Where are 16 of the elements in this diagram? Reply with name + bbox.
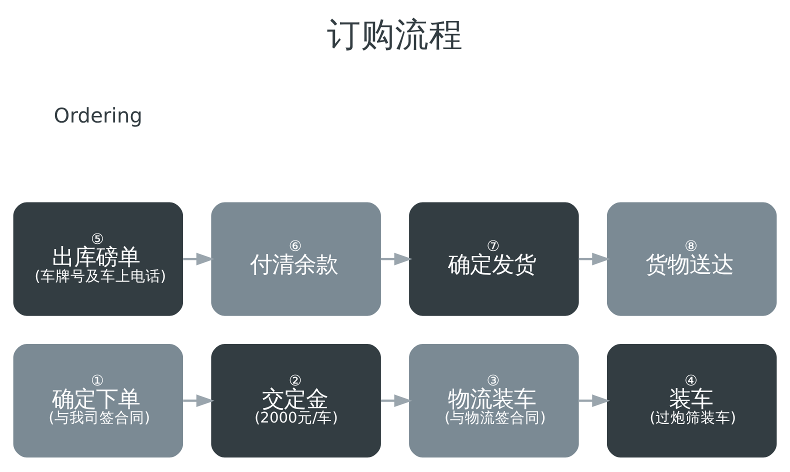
- node-box: ⑧ 货物送达: [606, 202, 777, 316]
- node-box: ② 交定金 (2000元/车): [211, 344, 381, 458]
- node-box: ⑤ 出库磅单 (车牌号及车上电话): [13, 202, 184, 316]
- node-box: ⑦ 确定发货: [409, 202, 579, 316]
- node-box: ⑥ 付清余款: [211, 202, 381, 316]
- node-box: ③ 物流装车 (与物流签合同): [409, 344, 579, 458]
- arrow: [183, 252, 214, 266]
- arrow: [578, 252, 610, 266]
- label: Ordering: [54, 103, 143, 128]
- arrow: [183, 394, 214, 408]
- diagram-title: 订购流程: [327, 14, 463, 54]
- node-box: ④ 装车 (过炮筛装车): [606, 344, 777, 458]
- arrow: [381, 394, 412, 408]
- arrow: [381, 252, 412, 266]
- node-box: ① 确定下单 (与我司签合同): [13, 344, 184, 458]
- arrow: [578, 394, 610, 408]
